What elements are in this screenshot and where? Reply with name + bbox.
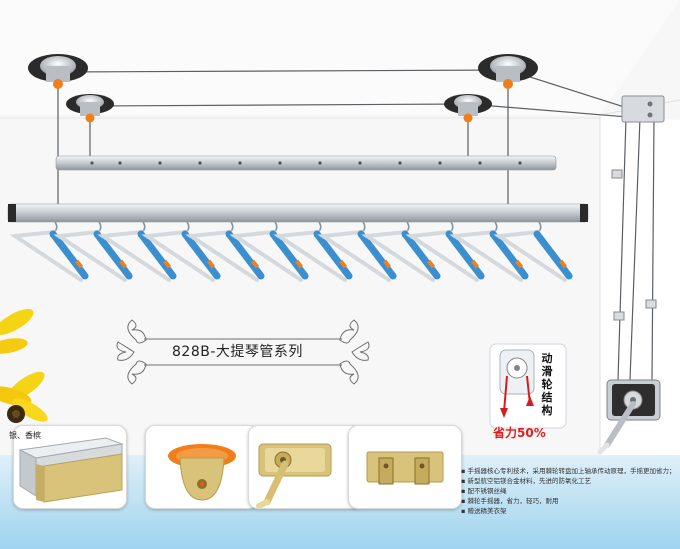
ceiling-pulley-back-right [444,94,492,123]
feature-item: ▪ 手摇器核心专利技术，采用棘轮转盘加上轴承传动原理，手摇更加省力； [461,467,676,475]
hanger [141,221,221,282]
drying-rail-front [7,203,589,223]
hanger [97,221,177,282]
thumbnail-pulley-closeup [145,425,259,509]
hanger-row [9,221,573,282]
hanger [449,221,529,282]
hand-crank-winder [597,379,661,455]
flower-decoration [0,309,48,423]
hanger [229,221,309,282]
pulley-closeup-icon [168,444,236,501]
feature-item: ▪ 棘轮手摇器，省力，轻巧，耐用 [461,497,559,505]
wall-bracket [621,95,665,123]
thumbnail-winder-closeup [248,425,362,509]
bracket-closeup-icon [366,451,444,485]
feature-text: 赠送精美衣架 [467,507,507,515]
winder-closeup-icon [256,443,332,508]
feature-text: 配不锈钢丝绳 [467,487,507,495]
hanger [185,221,265,282]
feature-text: 新型航空铝镁合金材料，先进的防氧化工艺 [467,477,591,485]
feature-item: ▪ 配不锈钢丝绳 [461,487,507,495]
hanger [317,221,397,282]
effort-saving-label: 省力50% [493,426,546,440]
hanger [53,221,133,282]
hanger [9,221,89,282]
ceiling-pulley-back-left [66,94,114,123]
thumbnail-bracket-closeup [348,425,462,509]
feature-text: 棘轮手摇器，省力，轻巧，耐用 [467,497,559,505]
color-options-label: 银、香槟 [9,431,41,440]
rail-profile-icon [18,437,124,503]
hanger [273,221,353,282]
thumbnail-rail-profile [13,425,127,509]
steel-cables [57,69,655,381]
series-title: 828B-大提琴管系列 [172,344,303,360]
feature-text: 手摇器核心专利技术，采用棘轮转盘加上轴承传动原理，手摇更加省力； [467,467,676,475]
drying-rail-back [55,155,557,171]
pulley-structure-badge [489,343,567,429]
hanger [405,221,485,282]
feature-list: ▪ 手摇器核心专利技术，采用棘轮转盘加上轴承传动原理，手摇更加省力； ▪ 新型航… [461,466,675,516]
feature-item: ▪ 赠送精美衣架 [461,507,507,515]
hanger [493,221,573,282]
feature-item: ▪ 新型航空铝镁合金材料，先进的防氧化工艺 [461,477,591,485]
title-ornate-frame [116,319,370,385]
ceiling-pulley-front-right [478,54,538,89]
hanger [361,221,441,282]
pulley-structure-title: 动滑轮结构 [541,352,553,417]
ceiling-pulley-front-left [28,54,88,89]
